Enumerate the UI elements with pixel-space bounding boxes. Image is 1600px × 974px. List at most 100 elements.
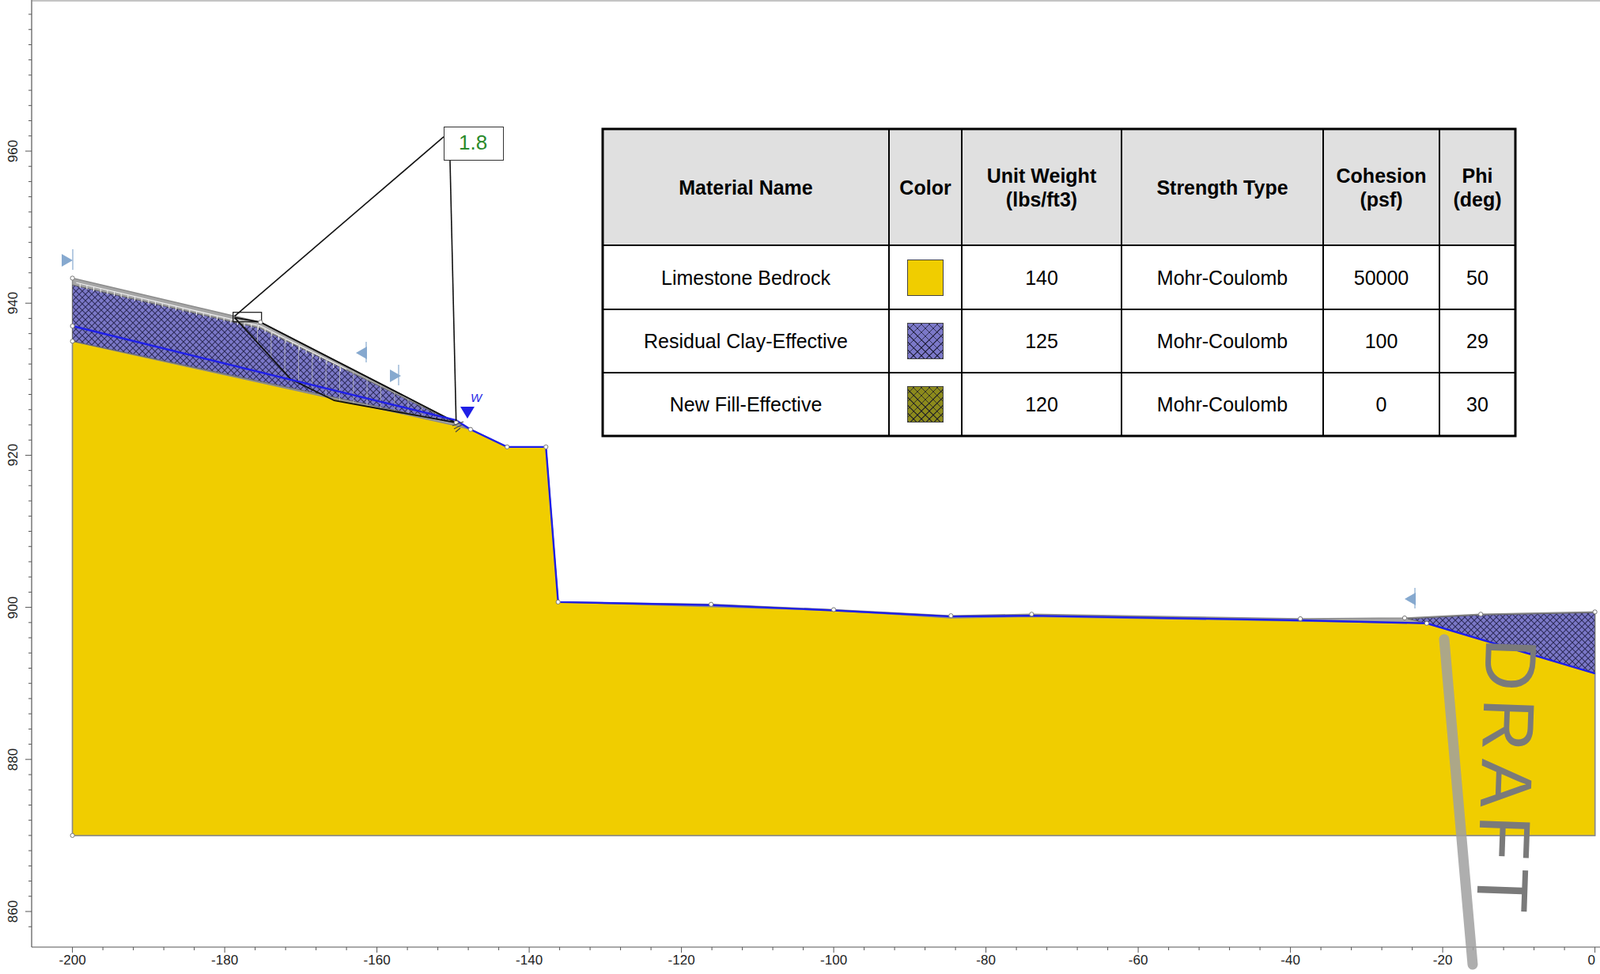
x-tick (163, 946, 165, 950)
water-dash (455, 427, 461, 432)
slice-line (270, 327, 272, 358)
slice-line (284, 334, 286, 373)
x-tick (1381, 946, 1383, 950)
x-tick (590, 946, 591, 950)
y-tick (28, 332, 32, 334)
y-tick (28, 196, 32, 197)
y-tick (28, 652, 32, 654)
water-dash (453, 424, 462, 429)
y-tick (28, 317, 32, 319)
material-swatch (907, 322, 944, 360)
table-header-cell: Phi (deg) (1439, 128, 1516, 246)
surface-tick (168, 304, 170, 309)
water-label: W (470, 390, 482, 405)
vertex (70, 832, 75, 837)
surface-tick (141, 298, 143, 303)
table-header-cell: Strength Type (1121, 128, 1324, 246)
table-cell: 29 (1439, 309, 1516, 373)
surface-tick (121, 293, 122, 298)
surface-tick (230, 319, 231, 324)
slice-line (393, 390, 395, 412)
table-cell: 0 (1323, 372, 1440, 436)
x-tick (1320, 946, 1322, 950)
y-tick (28, 257, 32, 258)
y-tick (28, 850, 32, 852)
slice-line (298, 341, 299, 383)
x-tick (468, 946, 470, 950)
table-cell: Mohr-Coulomb (1121, 372, 1324, 436)
slice-line (339, 363, 341, 402)
y-tick (28, 469, 32, 471)
surface-tick (196, 311, 197, 316)
surface-tick (175, 306, 177, 311)
vertex (1592, 609, 1597, 614)
table-cell: 125 (961, 309, 1122, 373)
table-cell: 100 (1323, 309, 1440, 373)
table-cell: Mohr-Coulomb (1121, 309, 1324, 373)
x-tick (529, 946, 530, 953)
x-tick (711, 946, 713, 950)
slice-line (380, 383, 382, 409)
y-tick (28, 272, 32, 273)
x-tick (1168, 946, 1169, 950)
y-tick (28, 59, 32, 61)
y-tick (28, 880, 32, 882)
table-rule (602, 308, 1516, 311)
y-tick (25, 606, 32, 608)
y-tick (28, 545, 32, 547)
residual-clay-left (72, 284, 457, 424)
table-cell: 50 (1439, 245, 1516, 310)
y-tick (28, 166, 32, 167)
boundary-marker (355, 346, 367, 360)
surface-tick (106, 290, 108, 295)
x-tick (498, 946, 500, 950)
x-tick (1564, 946, 1566, 950)
surface-tick (312, 353, 314, 358)
distance-label: -100 (820, 952, 848, 969)
surface-tick (250, 324, 252, 329)
y-tick (28, 743, 32, 745)
y-tick (28, 926, 32, 927)
axes (25, 0, 1600, 953)
x-tick (1229, 946, 1230, 950)
x-tick (1016, 946, 1018, 950)
surface-tick (306, 349, 307, 354)
x-axis (31, 945, 1600, 947)
x-tick (894, 946, 896, 950)
vertex (1298, 616, 1303, 621)
table-rule (888, 128, 890, 436)
y-tick (28, 44, 32, 46)
x-tick (407, 946, 409, 950)
table-cell: 140 (961, 245, 1122, 310)
x-tick (1533, 946, 1535, 950)
surface-tick (319, 356, 321, 361)
table-header-cell: Color (888, 128, 962, 246)
elevation-label: 860 (5, 900, 22, 923)
distance-label: -60 (1128, 952, 1149, 969)
distance-label: -160 (363, 952, 391, 969)
table-rule (602, 371, 1516, 374)
y-tick (28, 621, 32, 623)
table-header (602, 128, 1516, 246)
y-tick (28, 591, 32, 593)
x-tick (285, 946, 287, 950)
slice-line (311, 348, 313, 390)
boundary-marker-line (71, 249, 73, 270)
material-name: Limestone Bedrock (602, 245, 889, 310)
surface-tick (134, 296, 136, 301)
y-tick (25, 911, 32, 912)
x-tick (102, 946, 104, 950)
x-tick (1289, 946, 1291, 953)
y-tick (28, 120, 32, 122)
x-tick (1442, 946, 1444, 953)
x-tick (559, 946, 560, 950)
x-tick (315, 946, 317, 950)
x-tick (680, 946, 682, 953)
slip-surface (234, 317, 457, 423)
surface-tick (189, 310, 190, 314)
elevation-label: 900 (5, 595, 22, 618)
vertex (468, 427, 473, 432)
vertex (556, 599, 560, 604)
y-tick (28, 697, 32, 699)
